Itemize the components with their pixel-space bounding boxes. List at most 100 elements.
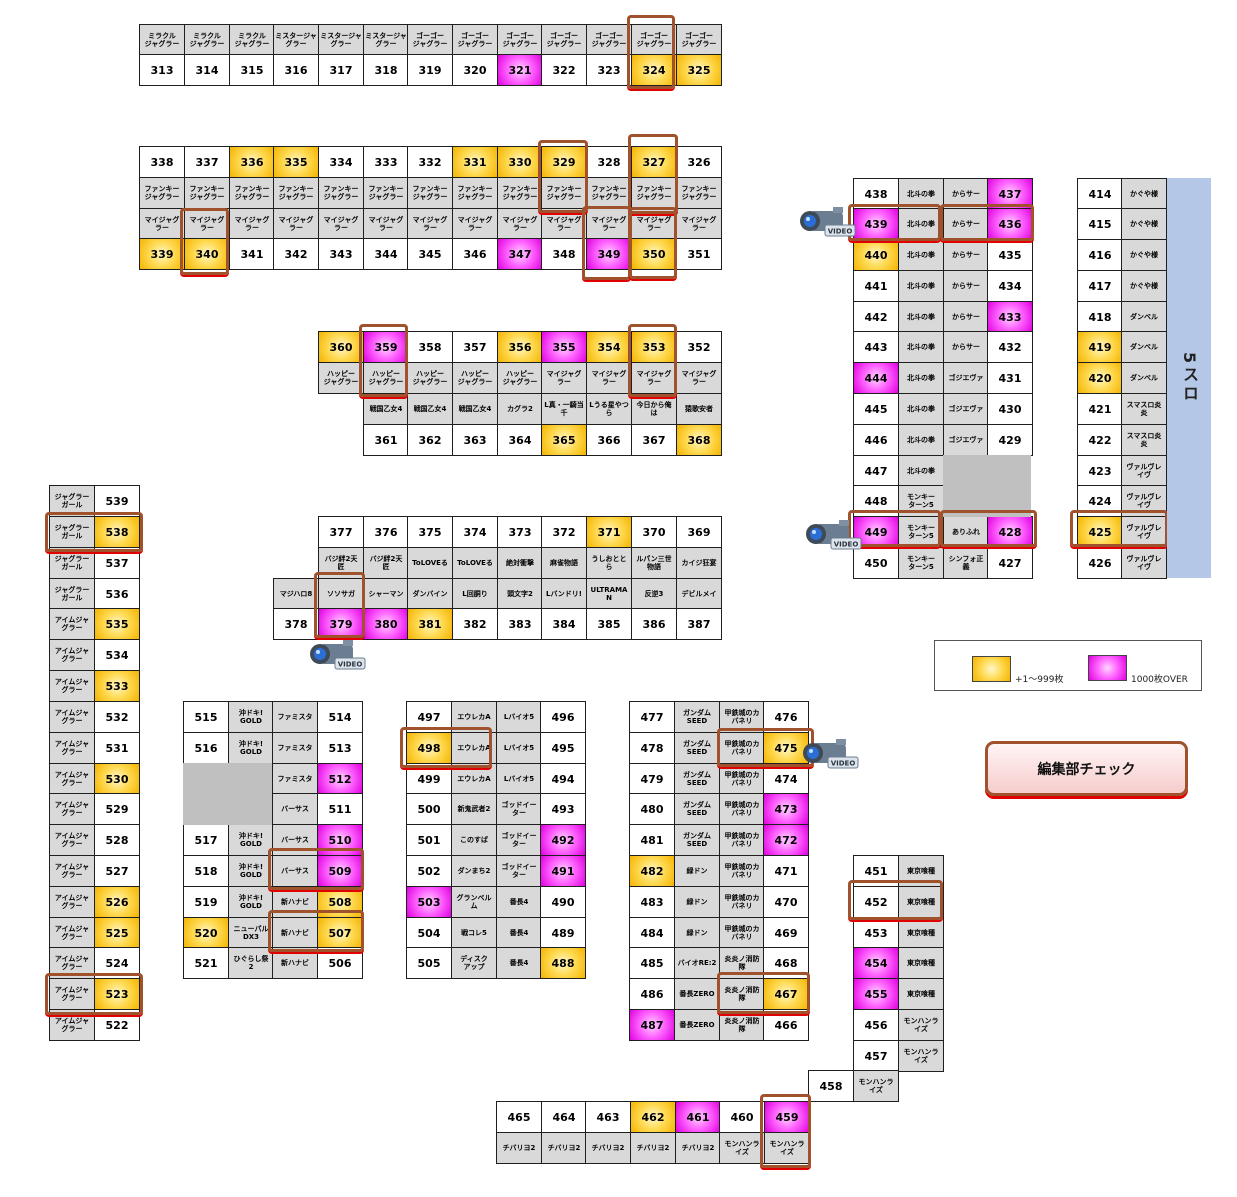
machine-number-cell: 473 [763,793,809,825]
machine-number-cell: 366 [586,424,632,456]
machine-number-cell: 530 [94,763,140,795]
machine-number-cell: 328 [586,146,632,178]
machine-number-cell: 421 [1077,393,1123,425]
machine-name-cell: ファンキー ジャグラー [586,177,632,209]
machine-name-cell: ミスタージャ グラー [273,24,319,56]
machine-name-cell: ゴーゴー ジャグラー [586,24,632,56]
svg-text:VIDEO: VIDEO [338,661,363,669]
machine-number-cell: 355 [541,331,587,363]
machine-number-cell: 357 [452,331,498,363]
machine-name-cell: エウレカA [451,701,497,733]
machine-name-cell: マイジャグ ラー [139,208,185,240]
machine-name-cell: モンハンラ イズ [898,1009,944,1041]
machine-name-cell: ヴァルヴレ イヴ [1121,485,1167,517]
machine-name-cell: アイムジャ グラー [49,670,95,702]
machine-name-cell: ガンダム SEED [674,793,720,825]
machine-name-cell: 甲鉄城のカ バネリ [719,763,765,795]
video-camera-icon: VIDEO [806,520,862,550]
machine-number-cell: 507 [317,917,363,949]
machine-name-cell: ゴーゴー ジャグラー [407,24,453,56]
machine-number-cell: 529 [94,793,140,825]
machine-name-cell: 猿歌安者 [676,393,722,425]
machine-name-cell: Lバイオ5 [496,732,542,764]
machine-number-cell: 386 [631,608,677,640]
machine-name-cell: 北斗の拳 [898,424,944,456]
machine-name-cell: ダンベル [1121,301,1167,333]
machine-name-cell: ゴッドイー ター [496,855,542,887]
machine-number-cell: 423 [1077,455,1123,487]
machine-name-cell: アイムジャ グラー [49,886,95,918]
machine-number-cell: 526 [94,886,140,918]
machine-number-cell: 327 [631,146,677,178]
machine-number-cell: 471 [763,855,809,887]
machine-number-cell: 472 [763,824,809,856]
machine-name-cell: 新鬼武者2 [451,793,497,825]
svg-text:VIDEO: VIDEO [834,541,859,549]
machine-number-cell: 347 [497,238,543,270]
machine-number-cell: 478 [629,732,675,764]
machine-number-cell: 444 [853,362,899,394]
machine-name-cell: ハッピー ジャグラー [363,362,409,394]
machine-name-cell: 甲鉄城のカ バネリ [719,793,765,825]
machine-number-cell: 318 [363,54,409,86]
machine-number-cell: 326 [676,146,722,178]
machine-name-cell: Lうる星やつ ら [586,393,632,425]
machine-number-cell: 414 [1077,178,1123,210]
machine-name-cell: マイジャグ ラー [452,208,498,240]
machine-name-cell: バーサス [272,824,318,856]
machine-name-cell: マイジャグ ラー [497,208,543,240]
machine-name-cell: マイジャグ ラー [541,362,587,394]
machine-name-cell: 東京喰種 [898,886,944,918]
machine-number-cell: 509 [317,855,363,887]
machine-number-cell: 367 [631,424,677,456]
machine-name-cell: 甲鉄城のカ バネリ [719,824,765,856]
machine-name-cell: モンキー ターン5 [898,516,944,548]
machine-number-cell: 324 [631,54,677,86]
machine-number-cell: 521 [183,947,229,979]
machine-name-cell: ファミスタ [272,701,318,733]
video-camera-icon: VIDEO [310,640,366,670]
lane-5slot: 5スロ [1167,178,1211,578]
machine-number-cell: 445 [853,393,899,425]
machine-name-cell: ゴッドイー ター [496,793,542,825]
machine-number-cell: 459 [764,1101,810,1133]
machine-name-cell: アイムジャ グラー [49,978,95,1010]
machine-name-cell: マイジャグ ラー [318,208,364,240]
machine-name-cell: 東京喰種 [898,978,944,1010]
machine-name-cell: ファミスタ [272,763,318,795]
machine-number-cell: 457 [853,1040,899,1072]
machine-name-cell: 甲鉄城のカ バネリ [719,886,765,918]
machine-number-cell: 535 [94,608,140,640]
machine-name-cell: マイジャグ ラー [407,208,453,240]
machine-number-cell: 363 [452,424,498,456]
editor-check-button[interactable]: 編集部チェック [985,741,1188,796]
machine-number-cell: 365 [541,424,587,456]
machine-number-cell: 481 [629,824,675,856]
machine-number-cell: 500 [406,793,452,825]
machine-name-cell: かぐや様 [1121,239,1167,271]
machine-name-cell: 麻雀物語 [541,547,587,579]
machine-name-cell: マイジャグ ラー [676,362,722,394]
machine-number-cell: 375 [407,516,453,548]
machine-number-cell: 323 [586,54,632,86]
machine-name-cell: 北斗の拳 [898,239,944,271]
machine-number-cell: 476 [763,701,809,733]
machine-number-cell: 381 [407,608,453,640]
machine-name-cell: モンハンラ イズ [853,1070,899,1102]
machine-number-cell: 491 [540,855,586,887]
machine-name-cell: アイムジャ グラー [49,855,95,887]
machine-name-cell: 新ハナビ [272,917,318,949]
machine-number-cell: 480 [629,793,675,825]
machine-name-cell: モンハンラ イズ [764,1132,810,1164]
machine-name-cell: アイムジャ グラー [49,824,95,856]
machine-number-cell: 488 [540,947,586,979]
machine-number-cell: 489 [540,917,586,949]
machine-name-cell: ゴジエヴァ [943,362,989,394]
machine-number-cell: 513 [317,732,363,764]
machine-number-cell: 482 [629,855,675,887]
machine-number-cell: 415 [1077,208,1123,240]
machine-name-cell: モンキー ターン5 [898,547,944,579]
machine-number-cell: 479 [629,763,675,795]
machine-name-cell: アイムジャ グラー [49,793,95,825]
machine-number-cell: 451 [853,855,899,887]
